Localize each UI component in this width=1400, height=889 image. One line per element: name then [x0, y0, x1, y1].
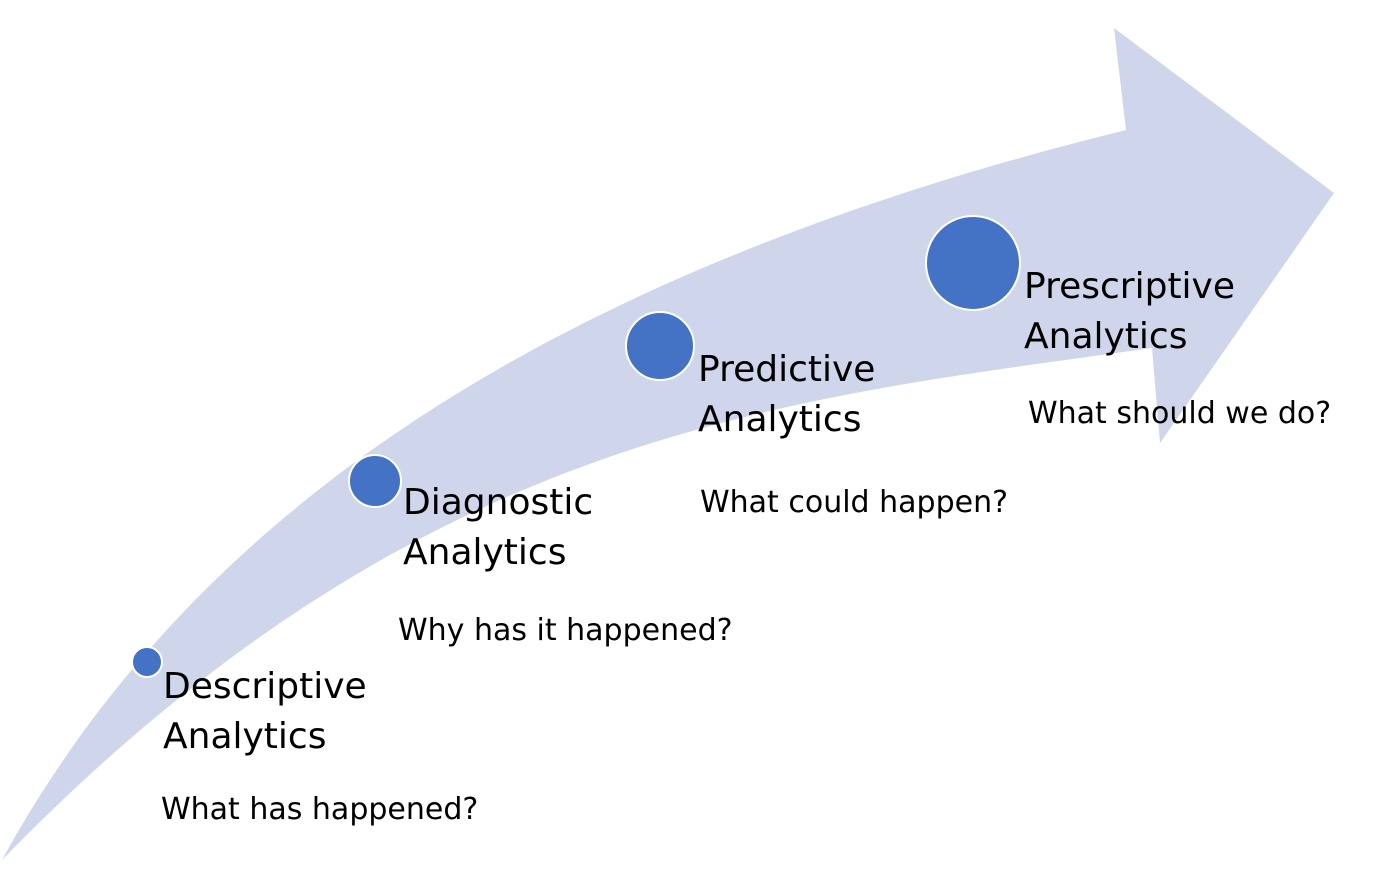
stage-dot-descriptive	[131, 646, 163, 678]
stage-dot-prescriptive	[925, 215, 1021, 311]
stage-dot-diagnostic	[348, 454, 402, 508]
stage-title-line1: Predictive	[698, 349, 876, 390]
stage-title-descriptive: Descriptive Analytics	[163, 662, 367, 762]
stage-title-predictive: Predictive Analytics	[698, 345, 875, 445]
stage-title-line1: Diagnostic	[403, 482, 594, 523]
stage-title-line1: Prescriptive	[1024, 266, 1236, 307]
stage-title-line1: Descriptive	[163, 666, 367, 707]
stage-question-predictive: What could happen?	[700, 485, 1009, 520]
stage-title-line2: Analytics	[1024, 316, 1188, 357]
stage-question-prescriptive: What should we do?	[1028, 396, 1332, 431]
stage-title-line2: Analytics	[698, 399, 862, 440]
stage-question-descriptive: What has happened?	[161, 792, 479, 827]
stage-title-diagnostic: Diagnostic Analytics	[403, 478, 593, 578]
stage-title-line2: Analytics	[163, 716, 327, 757]
stage-title-line2: Analytics	[403, 532, 567, 573]
stage-question-diagnostic: Why has it happened?	[398, 613, 733, 648]
stage-title-prescriptive: Prescriptive Analytics	[1024, 262, 1235, 362]
stage-dot-predictive	[625, 311, 695, 381]
